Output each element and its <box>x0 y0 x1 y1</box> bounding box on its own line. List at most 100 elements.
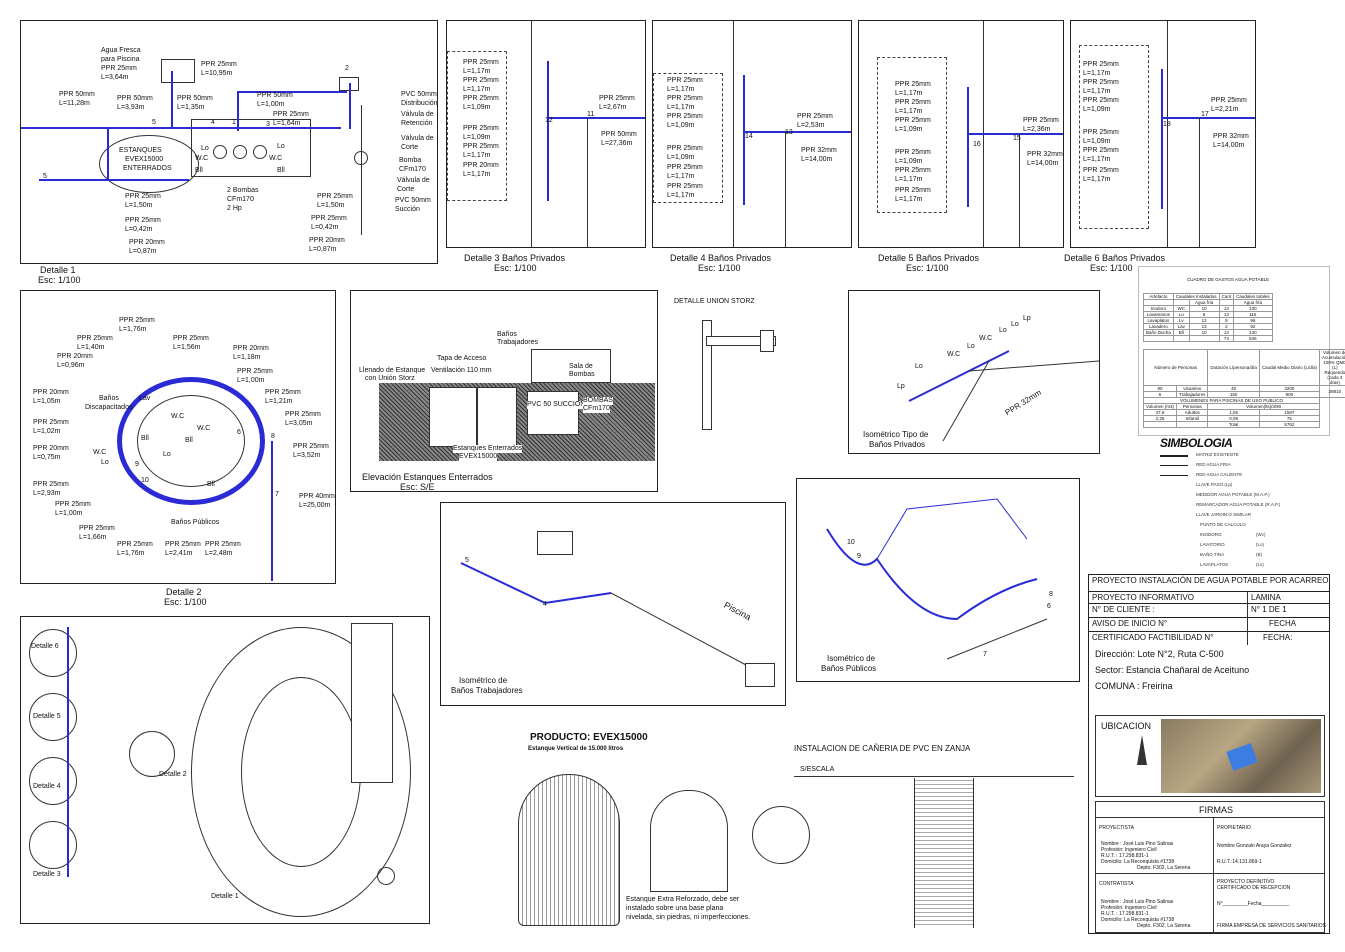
pers-table: Número de Personas Dotación L/persona/dí… <box>1142 349 1345 428</box>
d5-room <box>877 57 947 213</box>
d1-node-2: 1 <box>232 119 236 126</box>
pipe-v2 <box>237 91 239 131</box>
cell: Total <box>1207 421 1260 428</box>
d1-label-10: PPR 25mm <box>311 215 347 222</box>
iso-priv-fix-0: Lp <box>897 383 905 390</box>
d3-r2: PPR 50mm <box>601 131 637 138</box>
d2-l1b: L=1,40m <box>77 344 105 351</box>
elev-l8: PVC 50 SUCCION <box>527 401 586 409</box>
tb-row-cliente: N° DE CLIENTE : N° 1 DE 1 <box>1089 603 1329 616</box>
d6-main <box>1161 117 1255 119</box>
d2-banos-pub: Baños Públicos <box>171 519 220 526</box>
cell: 5762 <box>1258 421 1320 428</box>
d5-l5: L=1,09m <box>895 126 923 133</box>
d3-room <box>447 51 507 201</box>
d1-agua-3: L=3,64m <box>101 74 129 81</box>
d4-node: 13 <box>785 129 793 136</box>
iso-pub-panel: 10 9 8 7 6 Isométrico de Baños Públicos <box>796 478 1080 682</box>
d1-estanques-2: ENTERRADOS <box>123 165 172 172</box>
d3-r3: L=27,36m <box>601 140 633 147</box>
d4-l6: PPR 25mm <box>667 145 703 152</box>
d5-node: 15 <box>1013 135 1021 142</box>
tank-section <box>650 790 728 892</box>
d6-r0: PPR 25mm <box>1211 97 1247 104</box>
d2-fix-4: Bll <box>185 437 193 444</box>
iso-pub-caption2: Baños Públicos <box>821 664 877 673</box>
elevacion-scale: Esc: S/E <box>400 482 435 492</box>
tb-comuna: COMUNA : Freirina <box>1095 681 1173 691</box>
d6-l0: PPR 25mm <box>1083 61 1119 68</box>
d2-l14: PPR 25mm <box>55 501 91 508</box>
d1-fix-3: Lo <box>277 143 285 150</box>
planta-arc-1 <box>191 627 411 917</box>
d2-l0b: L=1,76m <box>119 326 147 333</box>
planta-d6 <box>29 629 77 677</box>
iso-priv-fix-2: W.C <box>947 351 961 358</box>
d4-r2: PPR 32mm <box>801 147 837 154</box>
d5-down <box>1019 133 1020 247</box>
iso-priv-caption2: Baños Privados <box>869 440 926 449</box>
title-block: PROYECTO INSTALACIÓN DE AGUA POTABLE POR… <box>1088 574 1330 934</box>
tb-propietario: PROPIETARIO <box>1217 825 1251 831</box>
d1-fix-2: Bll <box>195 167 203 174</box>
d6-wall <box>1167 21 1168 247</box>
d1-legend-0: PVC 50mm <box>401 91 437 98</box>
tb-cont-3: Domicilio: La Reconquista #1738 <box>1101 917 1175 923</box>
d3-r1: L=2,67m <box>599 104 627 111</box>
iso-priv-fix-3: Lo <box>967 343 975 350</box>
detalle4-caption: Detalle 4 Baños Privados <box>670 253 772 263</box>
d6-down <box>1199 117 1200 247</box>
d1-fix-4: W.C <box>269 155 283 162</box>
d2-banos-disc-1: Discapacitados <box>85 404 133 411</box>
d5-main <box>967 133 1063 135</box>
d4-l1: L=1,17m <box>667 86 695 93</box>
tb-proy-2: R.U.T. : 17.298.831-1 <box>1101 853 1149 859</box>
d3-l4: PPR 25mm <box>463 95 499 102</box>
tb-firmas: FIRMAS <box>1199 805 1234 815</box>
detalle6-panel: PPR 25mm L=1,17m PPR 25mm L=1,17m PPR 25… <box>1070 20 1256 248</box>
d1-label-2: PPR 50mm <box>117 95 153 102</box>
d4-l8: PPR 25mm <box>667 164 703 171</box>
pers-h0: Número de Personas <box>1142 349 1209 386</box>
d5-l9: L=1,17m <box>895 176 923 183</box>
tb-prop-1: R.U.T.:14.131.869-1 <box>1217 859 1262 865</box>
cuadro-table: Artefacto Caudales Instalados Cant Cauda… <box>1143 293 1273 342</box>
d5-l10: PPR 25mm <box>895 187 931 194</box>
d2-l13b: L=25,00m <box>299 502 331 509</box>
main-pipe-h <box>21 127 341 129</box>
planta-panel: Detalle 6 Detalle 5 Detalle 4 Detalle 3 … <box>20 616 430 924</box>
d6-l4: PPR 25mm <box>1083 97 1119 104</box>
elev-l12: EVEX15000 <box>459 453 498 461</box>
d2-fix-5: W.C <box>197 425 211 432</box>
legend-pump <box>354 151 368 165</box>
d5-r0: PPR 25mm <box>1023 117 1059 124</box>
pers-h2: Caudal Medio Diario (L/día) <box>1258 349 1320 386</box>
storz-pipe-v <box>702 320 712 430</box>
zanja-ground <box>794 776 1074 777</box>
d2-node-1: 7 <box>275 491 279 498</box>
detalle6-scale: Esc: 1/100 <box>1090 263 1133 273</box>
ring-inner <box>137 395 245 487</box>
pump-room <box>527 391 579 435</box>
d4-l2: PPR 25mm <box>667 95 703 102</box>
tb-project: PROYECTO INSTALACIÓN DE AGUA POTABLE POR… <box>1092 576 1329 585</box>
pipe-h3 <box>237 91 347 93</box>
d4-l0: PPR 25mm <box>667 77 703 84</box>
elevacion-panel: Llenado de Estanque con Unión Storz Tapa… <box>350 290 658 492</box>
d2-l3: PPR 20mm <box>233 345 269 352</box>
d1-fix-0: Lo <box>201 145 209 152</box>
zanja: INSTALACION DE CAÑERIA DE PVC EN ZANJA S… <box>794 742 1080 932</box>
d2-l11: PPR 25mm <box>293 443 329 450</box>
d2-l13: PPR 40mm <box>299 493 335 500</box>
d4-room <box>653 73 723 203</box>
producto-note-1: instalado sobre una base plana <box>626 905 724 912</box>
d1-label-3: PPR 50mm <box>177 95 213 102</box>
iso-pub-node-4: 6 <box>1047 603 1051 610</box>
d3-l7: L=1,09m <box>463 134 491 141</box>
sym-line-3 <box>1160 475 1188 476</box>
cuadro: CUADRO DE GASTOS AGUA POTABLE Artefacto … <box>1138 266 1345 436</box>
d3-l8: PPR 25mm <box>463 143 499 150</box>
d5-r2: PPR 32mm <box>1027 151 1063 158</box>
